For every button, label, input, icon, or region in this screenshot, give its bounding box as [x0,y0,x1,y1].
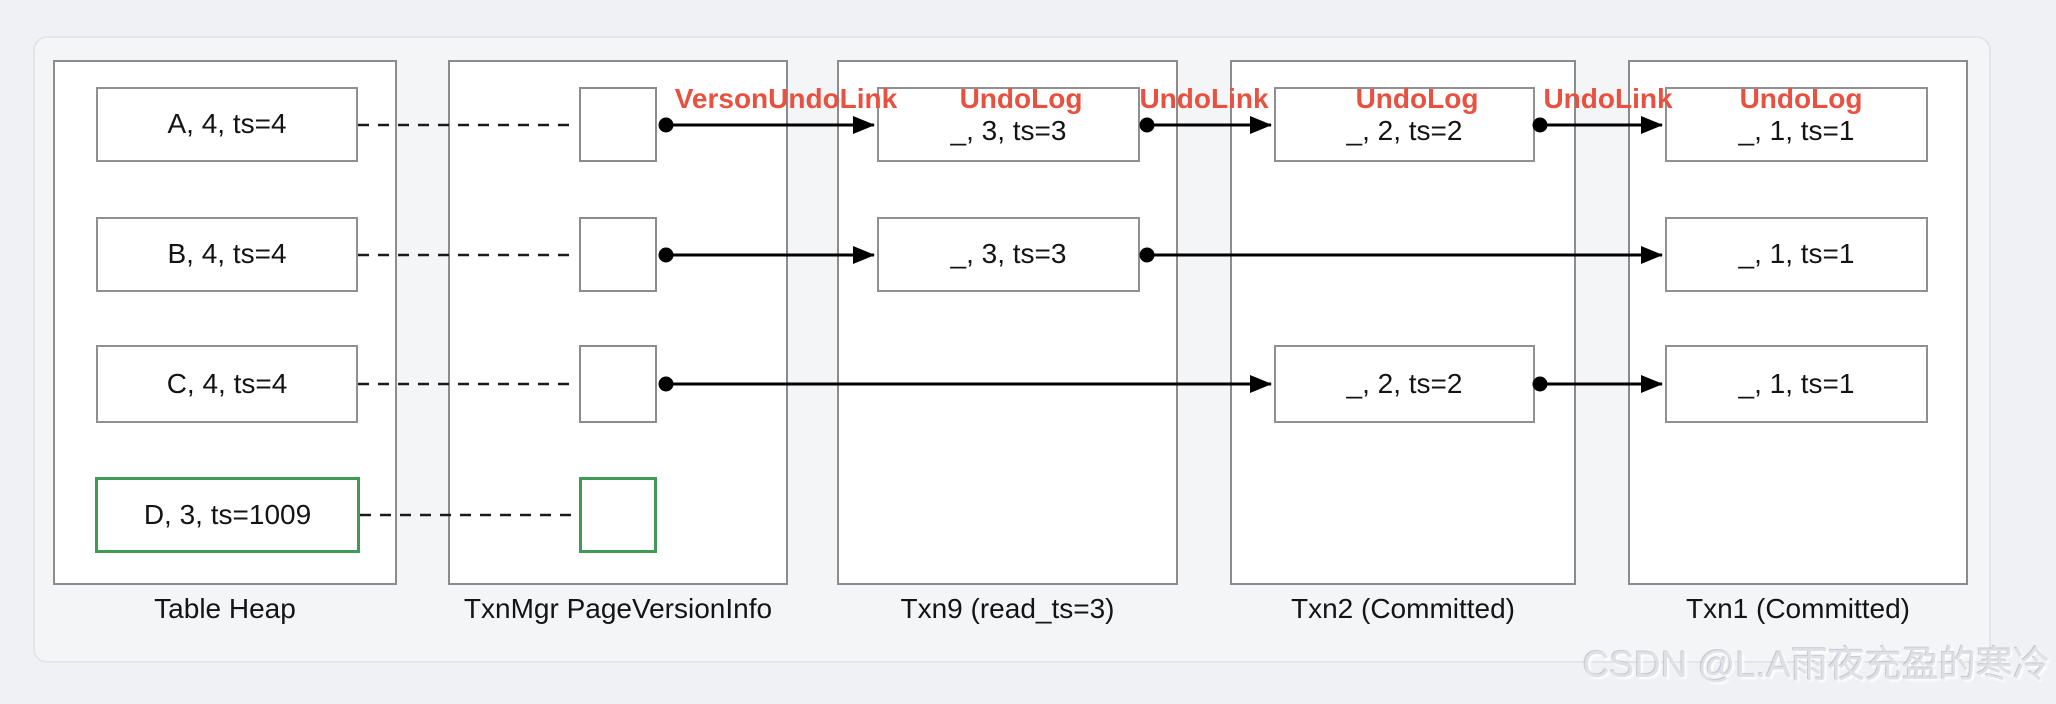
label-undo-log-txn1: UndoLog [1739,83,1863,114]
label-undo-link-1: UndoLink [1139,83,1269,114]
label-verson-undo-link: VersonUndoLink [674,83,898,114]
heap-tuple-b: B, 4, ts=4 [96,217,358,292]
undo-log-txn2-row-a: _, 2, ts=2 [1274,87,1535,162]
link-origin-dot [658,117,674,133]
column-label-txn1: Txn1 (Committed) [1685,593,1911,624]
column-label-txn2: Txn2 (Committed) [1290,593,1516,624]
undo-log-txn9-row-b: _, 3, ts=3 [877,217,1140,292]
undo-log-txn2-row-c: _, 2, ts=2 [1274,345,1535,423]
version-slot-c [579,345,657,423]
undo-log-txn1-row-a: _, 1, ts=1 [1665,87,1928,162]
undo-log-txn1-row-c: _, 1, ts=1 [1665,345,1928,423]
label-undo-link-2: UndoLink [1543,83,1673,114]
version-slot-d-highlighted [579,477,657,553]
heap-tuple-d-highlighted: D, 3, ts=1009 [95,477,360,553]
link-origin-dot [1139,247,1155,263]
label-undo-log-txn2: UndoLog [1355,83,1479,114]
link-origin-dot [1139,117,1155,133]
version-slot-a [579,87,657,162]
column-label-table-heap: Table Heap [154,593,296,624]
column-label-txn9: Txn9 (read_ts=3) [900,593,1115,624]
label-undo-log-txn9: UndoLog [959,83,1083,114]
heap-tuple-a: A, 4, ts=4 [96,87,358,162]
link-origin-dot [1532,117,1548,133]
undo-log-txn1-row-b: _, 1, ts=1 [1665,217,1928,292]
link-origin-dot [658,247,674,263]
column-label-txnmgr: TxnMgr PageVersionInfo [463,593,773,624]
link-origin-dot [658,376,674,392]
link-origin-dot [1532,376,1548,392]
version-slot-b [579,217,657,292]
watermark: CSDN @L.A雨夜充盈的寒冷 [1582,644,2050,685]
undo-log-txn9-row-a: _, 3, ts=3 [877,87,1140,162]
heap-tuple-c: C, 4, ts=4 [96,345,358,423]
